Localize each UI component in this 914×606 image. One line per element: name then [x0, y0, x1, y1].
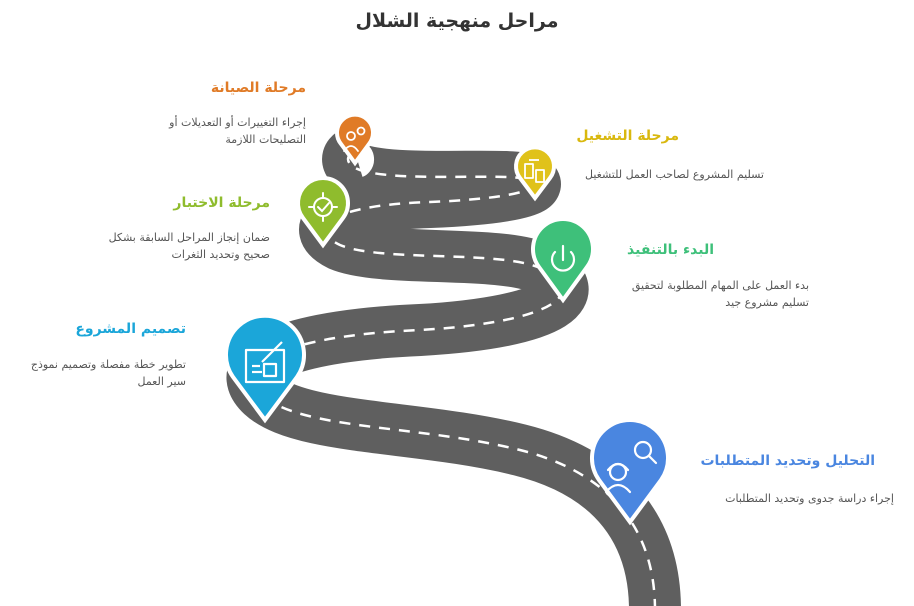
implementation-marker[interactable]: [531, 217, 595, 304]
implementation-title: البدء بالتنفيذ: [627, 242, 714, 258]
devices-icon: [524, 159, 545, 183]
maintenance-description: إجراء التغييرات أو التعديلات أو التصليحا…: [169, 116, 306, 146]
maintenance-worker-icon: [343, 126, 366, 152]
requirements-title: التحليل وتحديد المتطلبات: [700, 453, 875, 469]
maintenance-title: مرحلة الصيانة: [210, 80, 306, 96]
worker-search-icon: [604, 440, 658, 494]
deployment-title: مرحلة التشغيل: [576, 128, 679, 144]
requirements-marker[interactable]: [590, 418, 670, 526]
maintenance-marker[interactable]: [335, 112, 375, 167]
design-description: تطوير خطة مفصلة وتصميم نموذج سير العمل: [30, 358, 186, 388]
testing-description: ضمان إنجاز المراحل السابقة بشكل صحيح وتح…: [108, 231, 270, 261]
testing-pin: [296, 176, 350, 249]
deployment-pin: [514, 145, 556, 202]
testing-marker[interactable]: [296, 176, 350, 249]
page-title: مراحل منهجية الشلال: [355, 10, 559, 32]
blueprint-icon: [244, 341, 286, 384]
deployment-marker[interactable]: [514, 145, 556, 202]
design-title: تصميم المشروع: [75, 321, 186, 337]
deployment-description: تسليم المشروع لصاحب العمل للتشغيل: [585, 168, 764, 181]
implementation-description: بدء العمل على المهام المطلوبة لتحقيق تسل…: [631, 279, 809, 309]
gear-check-icon: [308, 192, 338, 222]
power-icon: [550, 244, 576, 272]
design-marker[interactable]: [224, 313, 306, 424]
maintenance-pin: [335, 112, 375, 167]
testing-title: مرحلة الاختبار: [173, 195, 270, 211]
requirements-description: إجراء دراسة جدوى وتحديد المتطلبات: [725, 492, 894, 505]
